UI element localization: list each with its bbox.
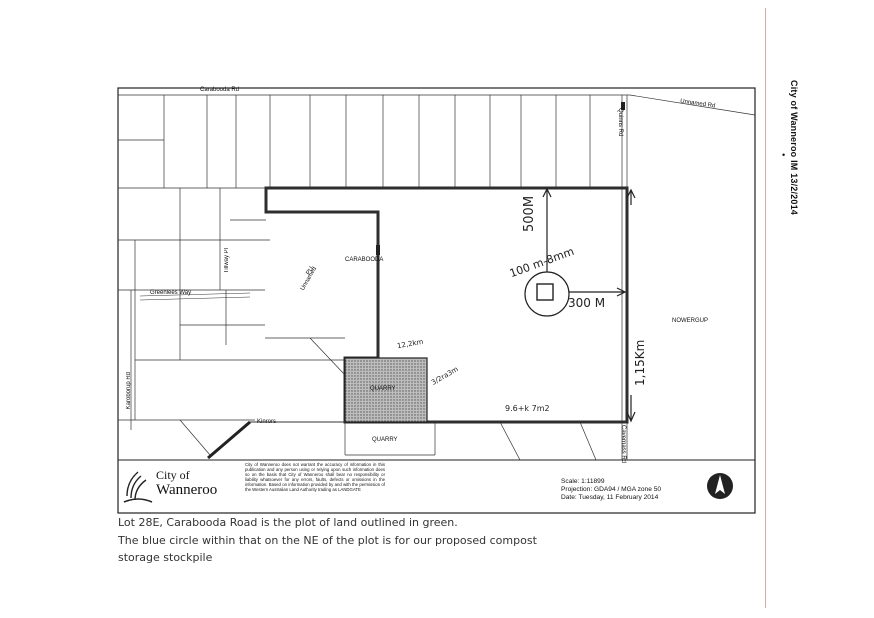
road-label-greenlees: Greenlees Way xyxy=(150,290,192,296)
side-mark: • xyxy=(782,150,786,160)
north-arrow-icon xyxy=(707,473,733,499)
projection-text: Projection: GDA94 / MGA zone 50 xyxy=(561,486,662,494)
road-label-kinrors: Kinrors xyxy=(257,419,277,425)
measure-arrows xyxy=(542,187,636,423)
road-label-carabooda-top: Carabooda Rd xyxy=(200,87,240,93)
scale-text: Scale: 1:11899 xyxy=(561,478,605,485)
handwritten-line-1: Lot 28E, Carabooda Road is the plot of l… xyxy=(118,516,458,529)
logo-icon xyxy=(123,471,153,503)
compost-circle xyxy=(524,271,570,317)
compost-square xyxy=(536,283,554,301)
disclaimer-text: City of Wanneroo does not warrant the ac… xyxy=(245,462,385,493)
logo-line1: City of xyxy=(156,468,190,482)
quarry-label-inner: QUARRY xyxy=(370,386,396,392)
page-edge-line xyxy=(765,8,766,608)
road-label-carabooda: CARABOODA xyxy=(345,257,384,263)
scale-block: Scale: 1:11899 Projection: GDA94 / MGA z… xyxy=(561,478,661,503)
locality-label-nowergup: NOWERGUP xyxy=(672,318,708,324)
annotation-300m: 300 M xyxy=(568,296,606,310)
annotation-500m: 500M xyxy=(522,195,537,232)
annotation-1-15km: 1,15Km xyxy=(633,339,647,386)
north-arrow xyxy=(703,468,737,504)
road-markers xyxy=(376,102,625,255)
logo-line2: Wanneroo xyxy=(156,482,218,498)
road-label-tillway: Tillway Pl xyxy=(224,248,230,274)
side-stamp: City of Wanneroo IM 13/2/2014 xyxy=(789,80,799,215)
road-label-cavernass: Cavernass Rd xyxy=(620,425,626,464)
map-footer: City of Wanneroo City of Wanneroo does n… xyxy=(118,460,755,513)
road-label-quinns: Quinns Rd xyxy=(617,108,623,137)
map-border xyxy=(117,87,756,514)
handwritten-line-2: The blue circle within that on the NE of… xyxy=(118,534,537,547)
quarry-label-lower: QUARRY xyxy=(372,437,398,443)
date-text: Date: Tuesday, 11 February 2014 xyxy=(561,494,659,502)
greenlees-road xyxy=(139,292,251,301)
road-label-karoborup: Karoborup Rd xyxy=(126,372,132,410)
annotation-bottom-note: 9.6+k 7m2 xyxy=(505,404,550,413)
kinrors-road xyxy=(207,420,251,460)
top-lot-lines xyxy=(118,94,756,461)
city-logo: City of Wanneroo xyxy=(118,460,243,513)
quarry-area xyxy=(344,357,428,423)
handwritten-line-3: storage stockpile xyxy=(118,551,213,564)
